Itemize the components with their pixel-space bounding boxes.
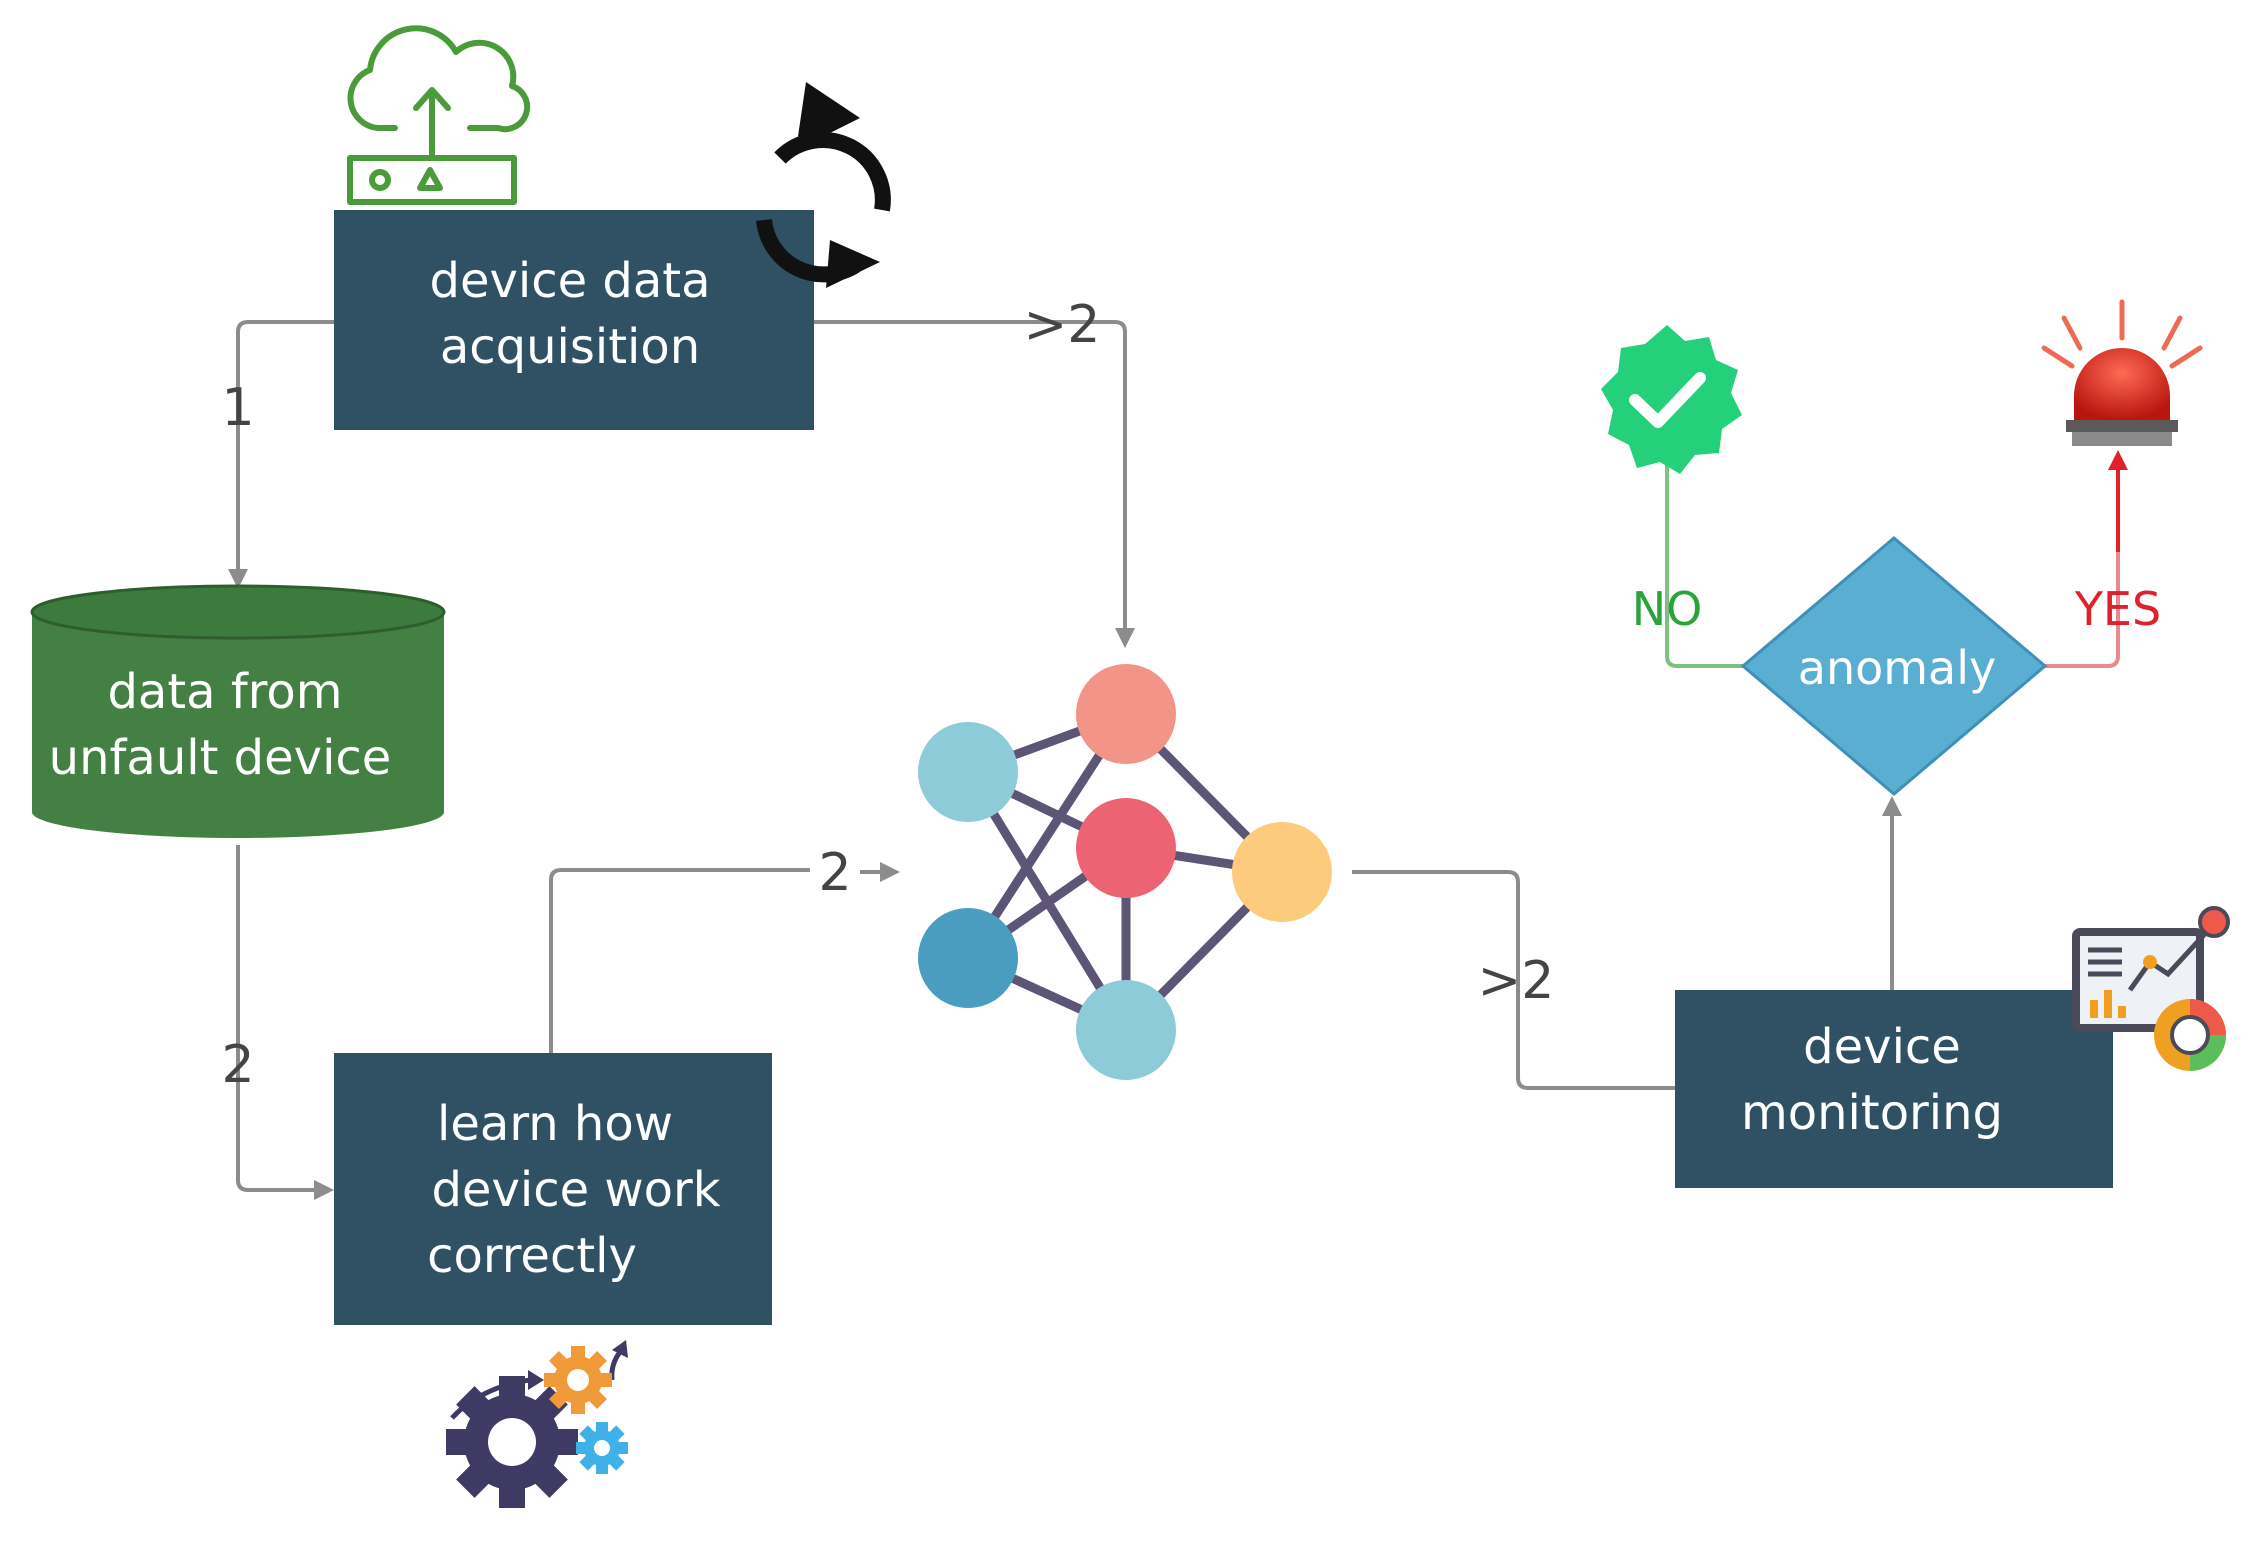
edge-anomaly-no bbox=[1665, 462, 1745, 668]
neural-network-icon bbox=[918, 664, 1332, 1080]
edge-label-1: 1 bbox=[221, 378, 254, 438]
alarm-siren-icon bbox=[2041, 299, 2203, 446]
edge-database-to-learn bbox=[236, 845, 334, 1200]
edge-network-to-monitoring bbox=[1352, 870, 1675, 1090]
learn-line-3: correctly bbox=[427, 1228, 637, 1284]
node-device-data-acquisition: device data acquisition bbox=[334, 210, 814, 430]
edge-acquisition-to-database bbox=[228, 320, 334, 589]
gears-icon bbox=[446, 1340, 628, 1508]
database-line-1: data from bbox=[107, 664, 342, 720]
edge-acquisition-to-network bbox=[812, 320, 1135, 648]
sync-arrows-icon bbox=[756, 82, 891, 288]
edge-labels: 1 >2 2 2 >2 NO YES bbox=[221, 295, 2161, 1095]
edge-label-no: NO bbox=[1632, 582, 1703, 636]
edge-anomaly-yes bbox=[2043, 552, 2120, 668]
node-device-monitoring: device monitoring bbox=[1675, 990, 2113, 1188]
acquisition-line-2: acquisition bbox=[440, 319, 700, 375]
learn-line-2: device work bbox=[431, 1162, 720, 1218]
cloud-upload-router-icon bbox=[347, 25, 531, 205]
node-learn: learn how device work correctly bbox=[334, 1053, 772, 1325]
acquisition-line-1: device data bbox=[429, 253, 710, 309]
edge-label-2-left: 2 bbox=[221, 1035, 254, 1095]
monitoring-line-2: monitoring bbox=[1741, 1085, 2003, 1141]
edge-learn-to-network bbox=[549, 868, 810, 1053]
monitoring-line-1: device bbox=[1803, 1019, 1961, 1075]
node-anomaly: anomaly bbox=[1740, 536, 2048, 796]
learn-line-1: learn how bbox=[437, 1096, 673, 1152]
anomaly-label: anomaly bbox=[1798, 641, 1997, 695]
edge-label-gt2-right: >2 bbox=[1478, 951, 1555, 1011]
edge-label-2-middle: 2 bbox=[818, 843, 851, 903]
edge-label-yes: YES bbox=[2074, 582, 2161, 636]
edges bbox=[228, 320, 2128, 1200]
check-badge-icon bbox=[1601, 325, 1742, 474]
node-database: data from unfault device bbox=[30, 584, 446, 838]
edge-label-gt2-top: >2 bbox=[1024, 295, 1101, 355]
database-line-2: unfault device bbox=[49, 730, 392, 786]
dashboard-icon bbox=[2072, 906, 2230, 1071]
